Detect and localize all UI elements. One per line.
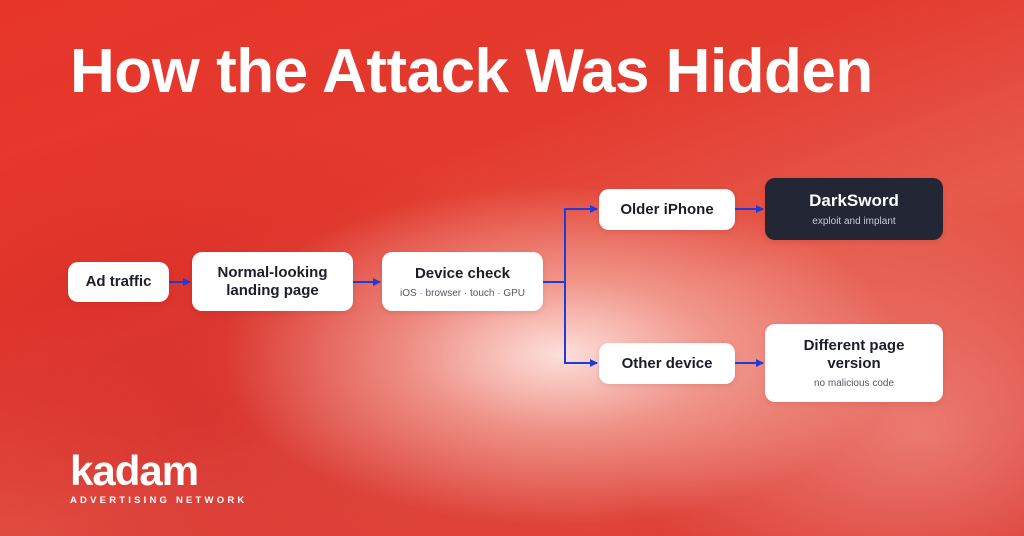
node-different-page-version: Different page version no malicious code	[765, 324, 943, 402]
node-label: Other device	[621, 354, 713, 372]
node-sublabel: iOS · browser · touch · GPU	[399, 287, 526, 299]
node-darksword: DarkSword exploit and implant	[765, 178, 943, 240]
node-older-iphone: Older iPhone	[599, 189, 735, 230]
node-label: Ad traffic	[85, 273, 152, 290]
kadam-logo: kadam ADVERTISING NETWORK	[70, 447, 248, 507]
node-label: Different page version	[803, 337, 905, 372]
node-other-device: Other device	[599, 343, 735, 384]
node-label: Older iPhone	[620, 200, 714, 218]
node-device-check: Device check iOS · browser · touch · GPU	[382, 252, 543, 311]
node-label: Device check	[414, 264, 511, 282]
page-title: How the Attack Was Hidden	[70, 37, 873, 106]
node-sublabel: exploit and implant	[812, 216, 896, 228]
node-ad-traffic: Ad traffic	[68, 262, 169, 302]
arrow-device-to-other	[564, 282, 598, 367]
node-sublabel: no malicious code	[813, 378, 895, 389]
node-label: DarkSword	[809, 190, 899, 210]
node-label: Normal-looking landing page	[217, 263, 328, 299]
logo-wordmark: kadam	[70, 447, 199, 494]
node-landing-page: Normal-looking landing page	[192, 252, 353, 311]
logo-tagline: ADVERTISING NETWORK	[70, 495, 248, 506]
arrow-device-to-older	[543, 205, 598, 283]
